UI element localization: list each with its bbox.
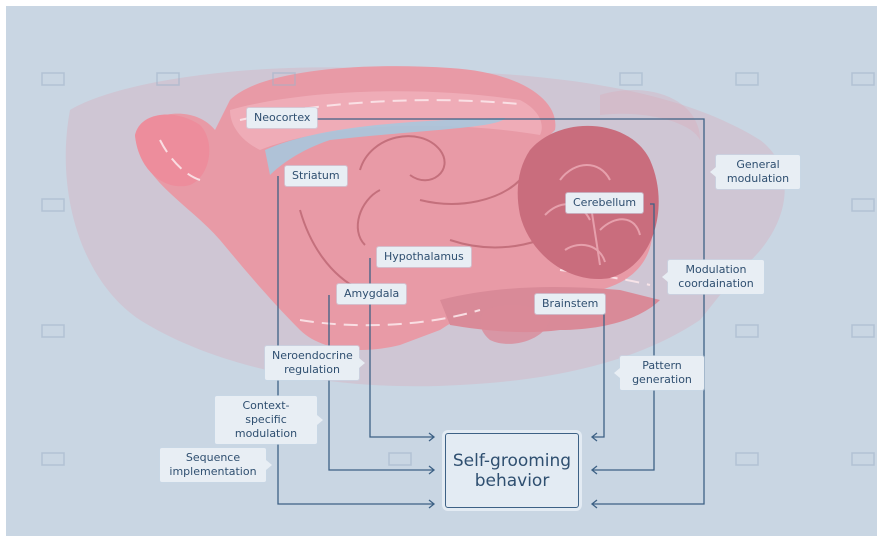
self-grooming-behavior-box: Self-grooming behavior — [445, 433, 579, 508]
label-general-modulation: General modulation — [716, 155, 800, 189]
self-grooming-behavior-label: Self-grooming behavior — [446, 451, 578, 491]
label-cerebellum: Cerebellum — [566, 193, 643, 213]
label-hypothalamus: Hypothalamus — [377, 247, 471, 267]
label-neuroendocrine-regulation: Neroendocrine regulation — [265, 346, 359, 380]
label-sequence-implementation: Sequence implementation — [160, 448, 266, 482]
label-pattern-generation: Pattern generation — [620, 356, 704, 390]
label-amygdala: Amygdala — [337, 284, 406, 304]
label-context-specific-modulation: Context-specific modulation — [215, 396, 317, 444]
label-modulation-coordination: Modulation coordaination — [668, 260, 764, 294]
label-neocortex: Neocortex — [247, 108, 317, 128]
label-striatum: Striatum — [285, 166, 347, 186]
label-brainstem: Brainstem — [535, 294, 605, 314]
